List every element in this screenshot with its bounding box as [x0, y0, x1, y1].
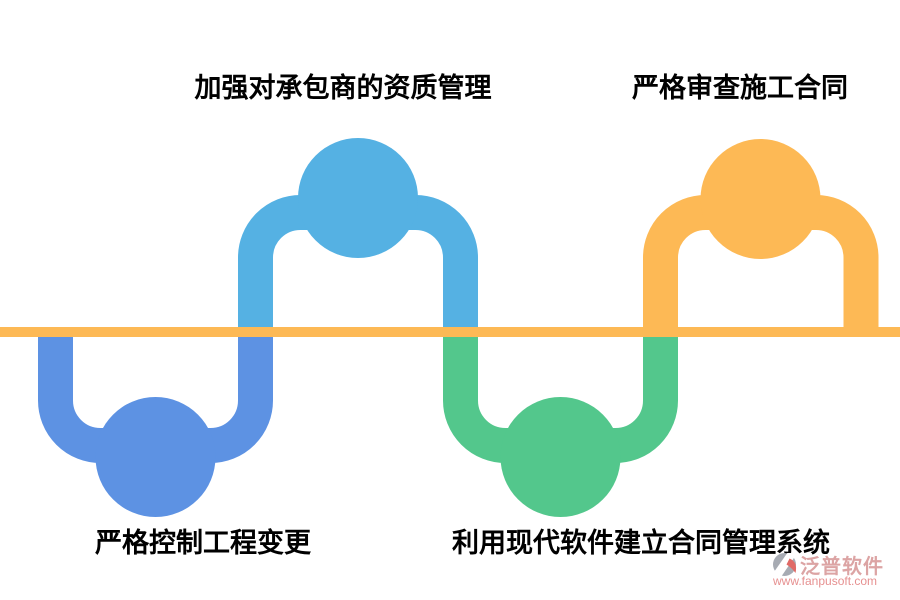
timeline-axis	[0, 327, 900, 337]
brand-row: 泛普软件	[773, 552, 900, 578]
node-label-software-system: 利用现代软件建立合同管理系统	[452, 528, 830, 558]
logo-swirl-gap	[774, 552, 798, 576]
node-circle-qualification	[298, 138, 418, 258]
vendor-watermark: 泛普软件 www.fanpusoft.com	[773, 552, 900, 588]
node-label-change-control: 严格控制工程变更	[95, 528, 311, 558]
node-circle-software-system	[500, 397, 621, 517]
node-circle-change-control	[95, 397, 216, 517]
brand-name: 泛普软件	[800, 555, 884, 578]
node-label-contract-review: 严格审查施工合同	[632, 73, 848, 103]
logo-swirl-flame	[786, 558, 797, 573]
brand-url: www.fanpusoft.com	[773, 574, 878, 588]
node-circle-contract-review	[700, 139, 821, 259]
logo-swirl-icon	[773, 552, 798, 576]
node-label-qualification: 加强对承包商的资质管理	[194, 73, 492, 103]
